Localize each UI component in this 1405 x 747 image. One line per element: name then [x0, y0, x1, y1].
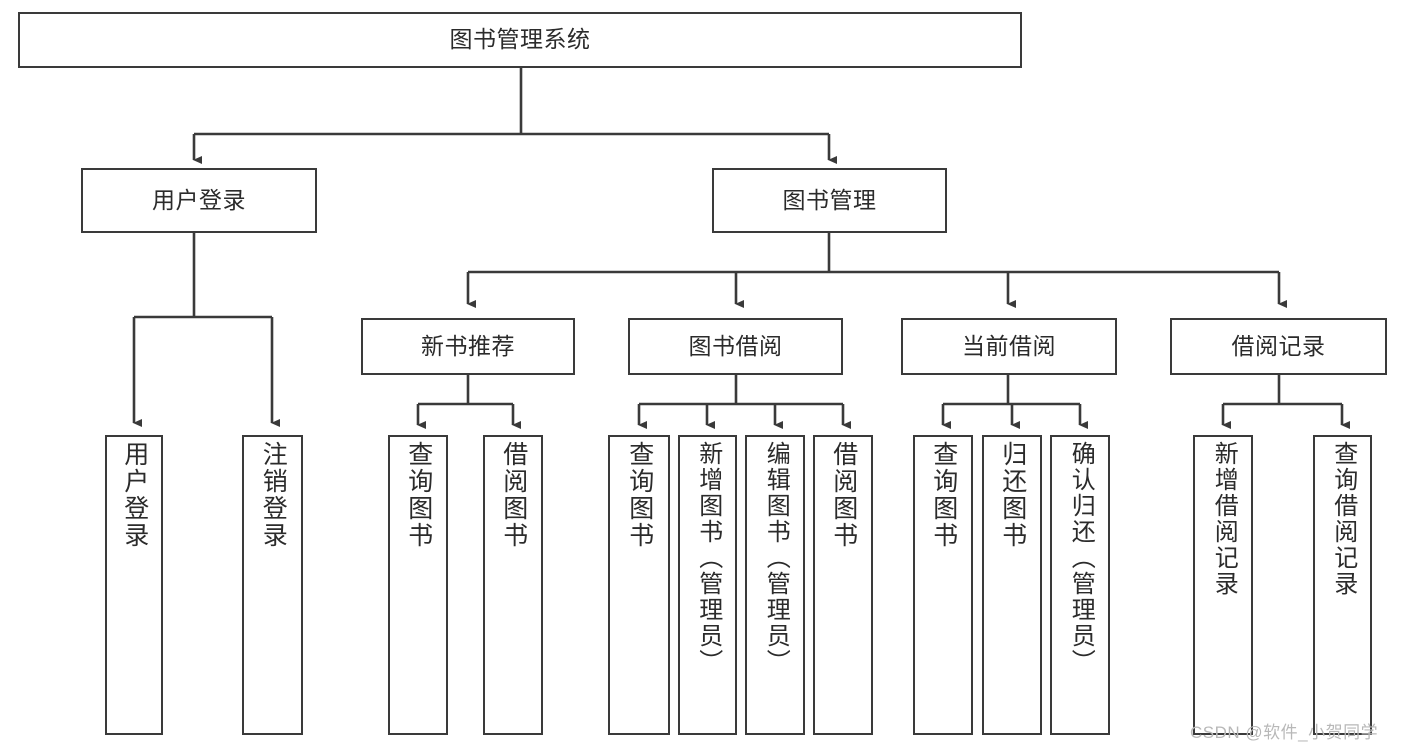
node-leaf-query-book-2-label: 查询图书 — [625, 441, 654, 549]
node-leaf-add-book[interactable]: 新增图书（管理员） — [678, 435, 737, 735]
node-book-manage-label: 图书管理 — [782, 186, 877, 213]
node-new-book-recommend-label: 新书推荐 — [421, 332, 515, 359]
node-borrow-record[interactable]: 借阅记录 — [1170, 318, 1387, 375]
node-leaf-query-book-1-label: 查询图书 — [404, 441, 433, 549]
node-leaf-edit-book[interactable]: 编辑图书（管理员） — [745, 435, 805, 735]
node-leaf-borrow-book-1-label: 借阅图书 — [499, 441, 528, 549]
node-new-book-recommend[interactable]: 新书推荐 — [361, 318, 575, 375]
node-root-label: 图书管理系统 — [449, 26, 591, 53]
node-leaf-query-book-3[interactable]: 查询图书 — [913, 435, 973, 735]
node-leaf-confirm-return-label: 确认归还（管理员） — [1067, 441, 1095, 675]
node-borrow-record-label: 借阅记录 — [1231, 332, 1326, 359]
node-leaf-user-login[interactable]: 用户登录 — [105, 435, 163, 735]
node-leaf-query-book-2[interactable]: 查询图书 — [608, 435, 670, 735]
node-leaf-edit-book-label: 编辑图书（管理员） — [762, 441, 790, 675]
node-book-borrow-label: 图书借阅 — [688, 332, 783, 359]
node-book-manage[interactable]: 图书管理 — [712, 168, 947, 233]
node-leaf-logout-login-label: 注销登录 — [259, 441, 288, 549]
node-leaf-borrow-book-1[interactable]: 借阅图书 — [483, 435, 543, 735]
node-leaf-add-book-label: 新增图书（管理员） — [694, 441, 722, 675]
node-leaf-user-login-label: 用户登录 — [120, 441, 149, 549]
node-leaf-return-book[interactable]: 归还图书 — [982, 435, 1042, 735]
node-leaf-return-book-label: 归还图书 — [998, 441, 1027, 549]
node-current-borrow[interactable]: 当前借阅 — [901, 318, 1117, 375]
node-user-login-label: 用户登录 — [152, 186, 246, 213]
node-leaf-query-book-1[interactable]: 查询图书 — [388, 435, 448, 735]
watermark-text: CSDN @软件_小贺同学 — [1190, 723, 1379, 742]
node-user-login[interactable]: 用户登录 — [81, 168, 317, 233]
node-leaf-borrow-book-2-label: 借阅图书 — [829, 441, 858, 549]
node-book-borrow[interactable]: 图书借阅 — [628, 318, 843, 375]
node-leaf-logout-login[interactable]: 注销登录 — [242, 435, 303, 735]
node-leaf-query-book-3-label: 查询图书 — [929, 441, 958, 549]
node-leaf-add-record-label: 新增借阅记录 — [1210, 441, 1238, 597]
node-leaf-confirm-return[interactable]: 确认归还（管理员） — [1050, 435, 1110, 735]
node-current-borrow-label: 当前借阅 — [962, 332, 1056, 359]
node-leaf-query-record[interactable]: 查询借阅记录 — [1313, 435, 1372, 735]
node-leaf-borrow-book-2[interactable]: 借阅图书 — [813, 435, 873, 735]
node-leaf-query-record-label: 查询借阅记录 — [1329, 441, 1357, 597]
node-leaf-add-record[interactable]: 新增借阅记录 — [1193, 435, 1253, 735]
node-root[interactable]: 图书管理系统 — [18, 12, 1022, 68]
